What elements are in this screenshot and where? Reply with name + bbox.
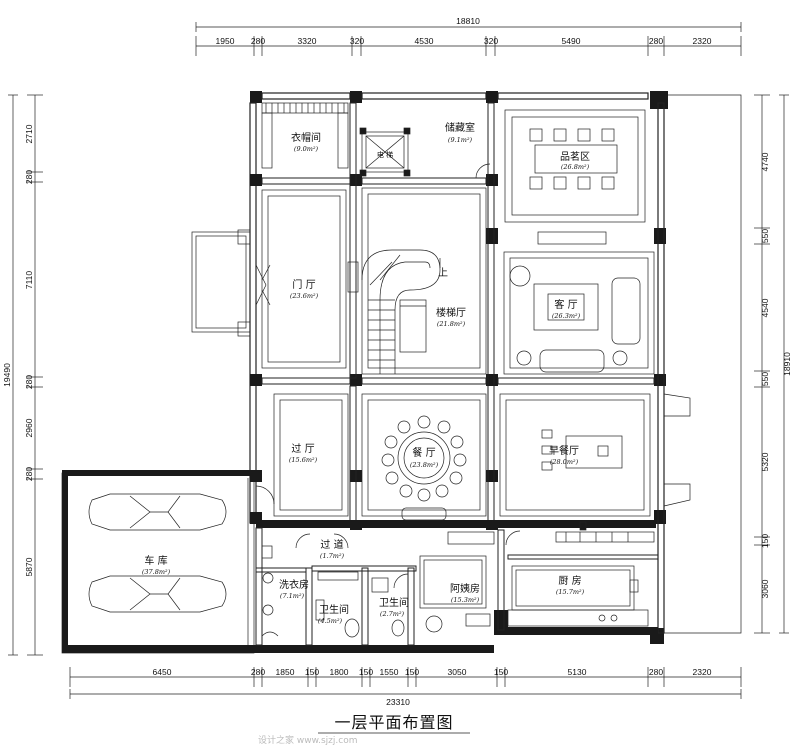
room-corridor-area: (1.7m²) [320, 552, 345, 560]
room-elevator-name: 电 梯 [377, 150, 393, 159]
room-stair-hall-name: 楼梯厅 [436, 306, 466, 319]
room-laundry-area: (7.1m²) [280, 592, 305, 600]
dim-bottom-8: 150 [405, 667, 419, 677]
dim-bottom-2: 280 [251, 667, 265, 677]
dim-bottom-1: 6450 [153, 667, 172, 677]
dim-top-total: 18810 [456, 16, 480, 26]
room-living-room-area: (26.3m²) [552, 312, 581, 320]
room-bathroom-2-area: (2.7m²) [380, 610, 405, 618]
dim-top-8: 280 [649, 36, 663, 46]
dim-right-1: 4740 [760, 152, 770, 171]
room-kitchen-area: (15.7m²) [556, 588, 585, 596]
dim-bottom-total: 23310 [386, 697, 410, 707]
dim-bottom-13: 2320 [693, 667, 712, 677]
dim-right-5: 5320 [760, 452, 770, 471]
room-tea-area-name: 品茗区 [560, 151, 590, 163]
dim-top-5: 4530 [415, 36, 434, 46]
dim-bottom-9: 3050 [448, 667, 467, 677]
room-bathroom-2-name: 卫生间 [379, 596, 409, 609]
dim-right-2: 550 [760, 229, 770, 243]
dim-left-6: 280 [24, 467, 34, 481]
dim-right-total: 18910 [782, 352, 792, 376]
stair-up-label: 上 [438, 267, 448, 279]
watermark: 设计之家 www.sjzj.com [258, 734, 357, 746]
room-passage-hall-name: 过 厅 [291, 442, 314, 455]
dim-left-total: 19490 [2, 363, 12, 387]
dim-top-1: 1950 [216, 36, 235, 46]
dim-right-4: 550 [760, 372, 770, 386]
dim-bottom-5: 1800 [330, 667, 349, 677]
dim-bottom-12: 280 [649, 667, 663, 677]
dim-bottom-6: 150 [359, 667, 373, 677]
room-kitchen-name: 厨 房 [558, 574, 581, 587]
dim-right-6: 150 [760, 534, 770, 548]
dimension-lines [8, 22, 789, 699]
room-cloakroom-name: 衣帽间 [291, 131, 321, 144]
room-tea-area-area: (26.8m²) [561, 163, 590, 171]
dim-top-2: 280 [251, 36, 265, 46]
room-cloakroom-area: (9.0m²) [294, 145, 319, 153]
room-corridor-name: 过 道 [320, 538, 343, 551]
dimension-labels: 18810 1950 280 3320 320 4530 320 5490 28… [2, 16, 792, 707]
drawing-title: 一层平面布置图 [334, 713, 453, 732]
dim-left-2: 280 [24, 170, 34, 184]
dim-top-6: 320 [484, 36, 498, 46]
room-garage-name: 车 库 [144, 554, 167, 567]
room-bathroom-1-area: (4.5m²) [318, 617, 343, 625]
dim-right-7: 3060 [760, 579, 770, 598]
room-dining-room-area: (23.8m²) [410, 461, 439, 469]
room-storage-area: (9.1m²) [448, 136, 473, 144]
dim-left-4: 280 [24, 375, 34, 389]
room-storage-name: 储藏室 [445, 121, 475, 134]
room-foyer-name: 门 厅 [292, 278, 315, 291]
dim-top-3: 3320 [298, 36, 317, 46]
room-living-room-name: 客 厅 [554, 298, 577, 311]
dim-bottom-3: 1850 [276, 667, 295, 677]
garage-cars [88, 493, 227, 613]
room-foyer-area: (23.6m²) [290, 292, 319, 300]
dim-top-9: 2320 [693, 36, 712, 46]
room-breakfast-room-name: 早餐厅 [549, 444, 579, 457]
room-garage-area: (37.8m²) [142, 568, 171, 576]
room-nanny-room-area: (15.3m²) [451, 596, 480, 604]
dim-bottom-10: 150 [494, 667, 508, 677]
room-passage-hall-area: (15.6m²) [289, 456, 318, 464]
room-dining-room-name: 餐 厅 [412, 446, 435, 459]
dim-left-3: 7110 [24, 271, 34, 290]
dim-left-5: 2960 [24, 418, 34, 437]
room-stair-hall-area: (21.8m²) [437, 320, 466, 328]
furniture-and-fixtures [88, 102, 691, 645]
room-laundry-name: 洗衣房 [279, 578, 309, 591]
dim-bottom-4: 150 [305, 667, 319, 677]
dim-top-7: 5490 [562, 36, 581, 46]
dim-left-7: 5870 [24, 557, 34, 576]
dim-left-1: 2710 [24, 124, 34, 143]
dim-bottom-11: 5130 [568, 667, 587, 677]
room-breakfast-room-area: (28.0m²) [550, 458, 579, 466]
dim-bottom-7: 1550 [380, 667, 399, 677]
room-bathroom-1-name: 卫生间 [319, 603, 349, 616]
room-nanny-room-name: 阿姨房 [450, 582, 480, 595]
dim-top-4: 320 [350, 36, 364, 46]
dim-right-3: 4540 [760, 298, 770, 317]
walls [62, 91, 668, 653]
room-labels: 衣帽间 (9.0m²) 电 梯 储藏室 (9.1m²) 品茗区 (26.8m²)… [142, 121, 590, 625]
